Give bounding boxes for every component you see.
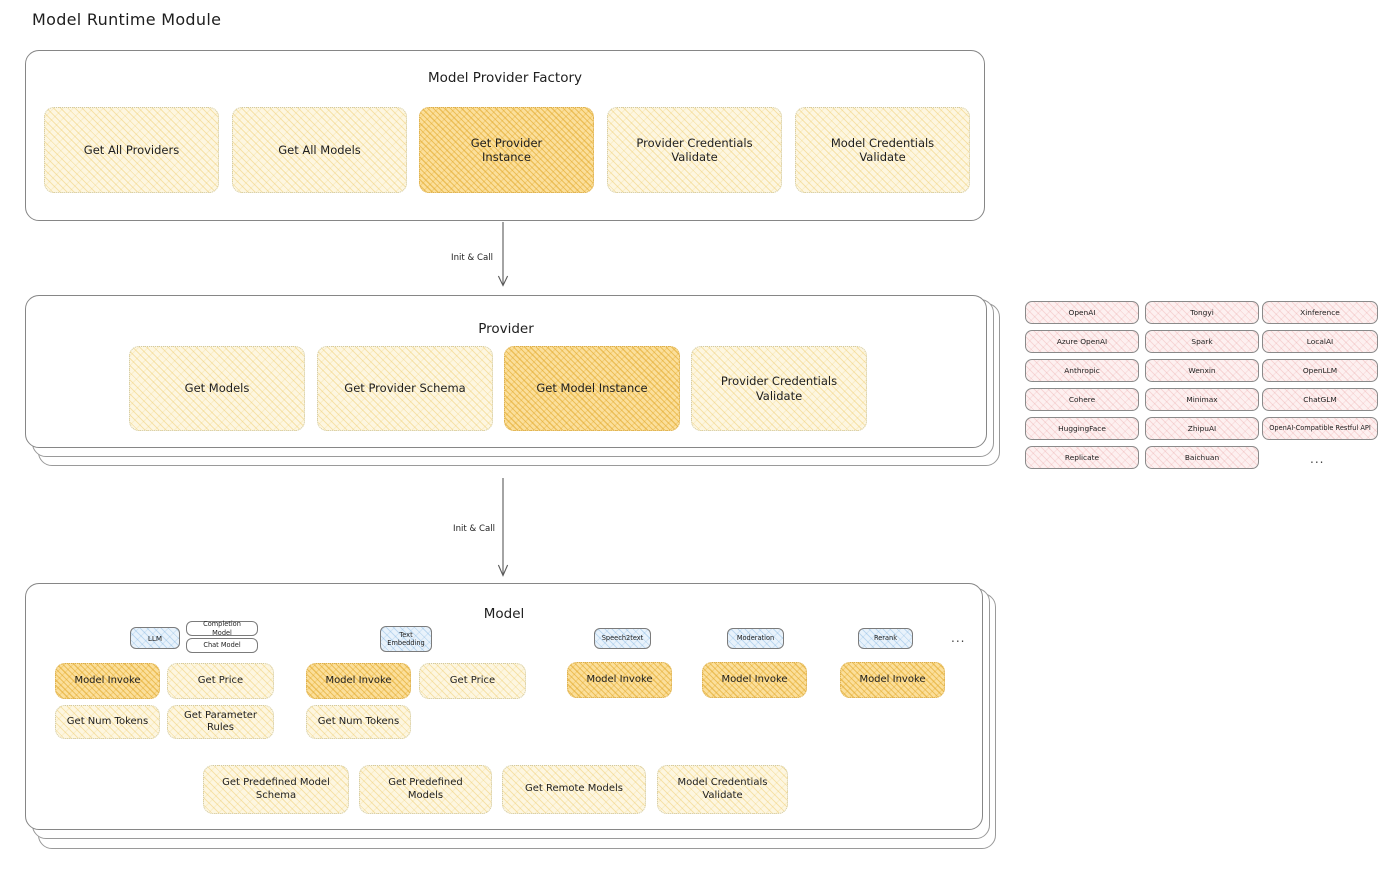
provider-chip-tongyi[interactable]: Tongyi bbox=[1145, 301, 1259, 324]
provider-chip-openllm[interactable]: OpenLLM bbox=[1262, 359, 1378, 382]
model-type-tag-llm[interactable]: LLM bbox=[130, 627, 180, 649]
provider-node-2[interactable]: Get Provider Schema bbox=[317, 346, 493, 431]
model-subtag-completion-model[interactable]: Completion Model bbox=[186, 620, 258, 637]
model-method-rerank-model-invoke[interactable]: Model Invoke bbox=[840, 662, 945, 698]
model-common-get-remote-models[interactable]: Get Remote Models bbox=[502, 765, 646, 814]
model-type-tag-moderation[interactable]: Moderation bbox=[727, 628, 784, 649]
provider-chip-azure-openai[interactable]: Azure OpenAI bbox=[1025, 330, 1139, 353]
provider-chip-localai[interactable]: LocalAI bbox=[1262, 330, 1378, 353]
provider-node-3[interactable]: Get Model Instance bbox=[504, 346, 680, 431]
section-title-model: Model bbox=[483, 606, 525, 622]
model-method-embedding-model-invoke[interactable]: Model Invoke bbox=[306, 663, 411, 699]
provider-chip-baichuan[interactable]: Baichuan bbox=[1145, 446, 1259, 469]
provider-chip-replicate[interactable]: Replicate bbox=[1025, 446, 1139, 469]
provider-chip-xinference[interactable]: Xinference bbox=[1262, 301, 1378, 324]
model-type-tag-rerank[interactable]: Rerank bbox=[858, 628, 913, 649]
provider-chip-cohere[interactable]: Cohere bbox=[1025, 388, 1139, 411]
model-subtag-chat-model[interactable]: Chat Model bbox=[186, 638, 258, 653]
model-method-embedding-get-price[interactable]: Get Price bbox=[419, 663, 526, 699]
provider-chip-openai[interactable]: OpenAI bbox=[1025, 301, 1139, 324]
model-method-llm-model-invoke[interactable]: Model Invoke bbox=[55, 663, 160, 699]
model-method-moderation-model-invoke[interactable]: Model Invoke bbox=[702, 662, 807, 698]
section-title-provider: Provider bbox=[478, 321, 534, 337]
arrow-factory-to-provider bbox=[497, 222, 509, 287]
arrow-label-init-call-2: Init & Call bbox=[453, 524, 495, 534]
page-title: Model Runtime Module bbox=[32, 10, 222, 29]
provider-list-ellipsis: ... bbox=[1310, 452, 1325, 466]
provider-chip-chatglm[interactable]: ChatGLM bbox=[1262, 388, 1378, 411]
provider-chip-zhipuai[interactable]: ZhipuAI bbox=[1145, 417, 1259, 440]
model-method-llm-get-price[interactable]: Get Price bbox=[167, 663, 274, 699]
factory-node-1[interactable]: Get All Providers bbox=[44, 107, 219, 193]
provider-chip-openai-compatible-restful-api[interactable]: OpenAI-Compatible Restful API bbox=[1262, 417, 1378, 440]
provider-chip-spark[interactable]: Spark bbox=[1145, 330, 1259, 353]
model-type-ellipsis: ... bbox=[951, 631, 966, 645]
arrow-provider-to-model bbox=[497, 478, 509, 577]
model-method-embedding-get-num-tokens[interactable]: Get Num Tokens bbox=[306, 705, 411, 739]
model-method-llm-get-num-tokens[interactable]: Get Num Tokens bbox=[55, 705, 160, 739]
provider-chip-huggingface[interactable]: HuggingFace bbox=[1025, 417, 1139, 440]
section-title-factory: Model Provider Factory bbox=[427, 70, 582, 86]
provider-chip-minimax[interactable]: Minimax bbox=[1145, 388, 1259, 411]
factory-node-2[interactable]: Get All Models bbox=[232, 107, 407, 193]
arrow-label-init-call-1: Init & Call bbox=[451, 253, 493, 263]
section-model: Model bbox=[25, 583, 983, 830]
model-type-tag-speech2text[interactable]: Speech2text bbox=[594, 628, 651, 649]
provider-chip-anthropic[interactable]: Anthropic bbox=[1025, 359, 1139, 382]
model-method-speech2text-model-invoke[interactable]: Model Invoke bbox=[567, 662, 672, 698]
provider-node-1[interactable]: Get Models bbox=[129, 346, 305, 431]
provider-chip-wenxin[interactable]: Wenxin bbox=[1145, 359, 1259, 382]
